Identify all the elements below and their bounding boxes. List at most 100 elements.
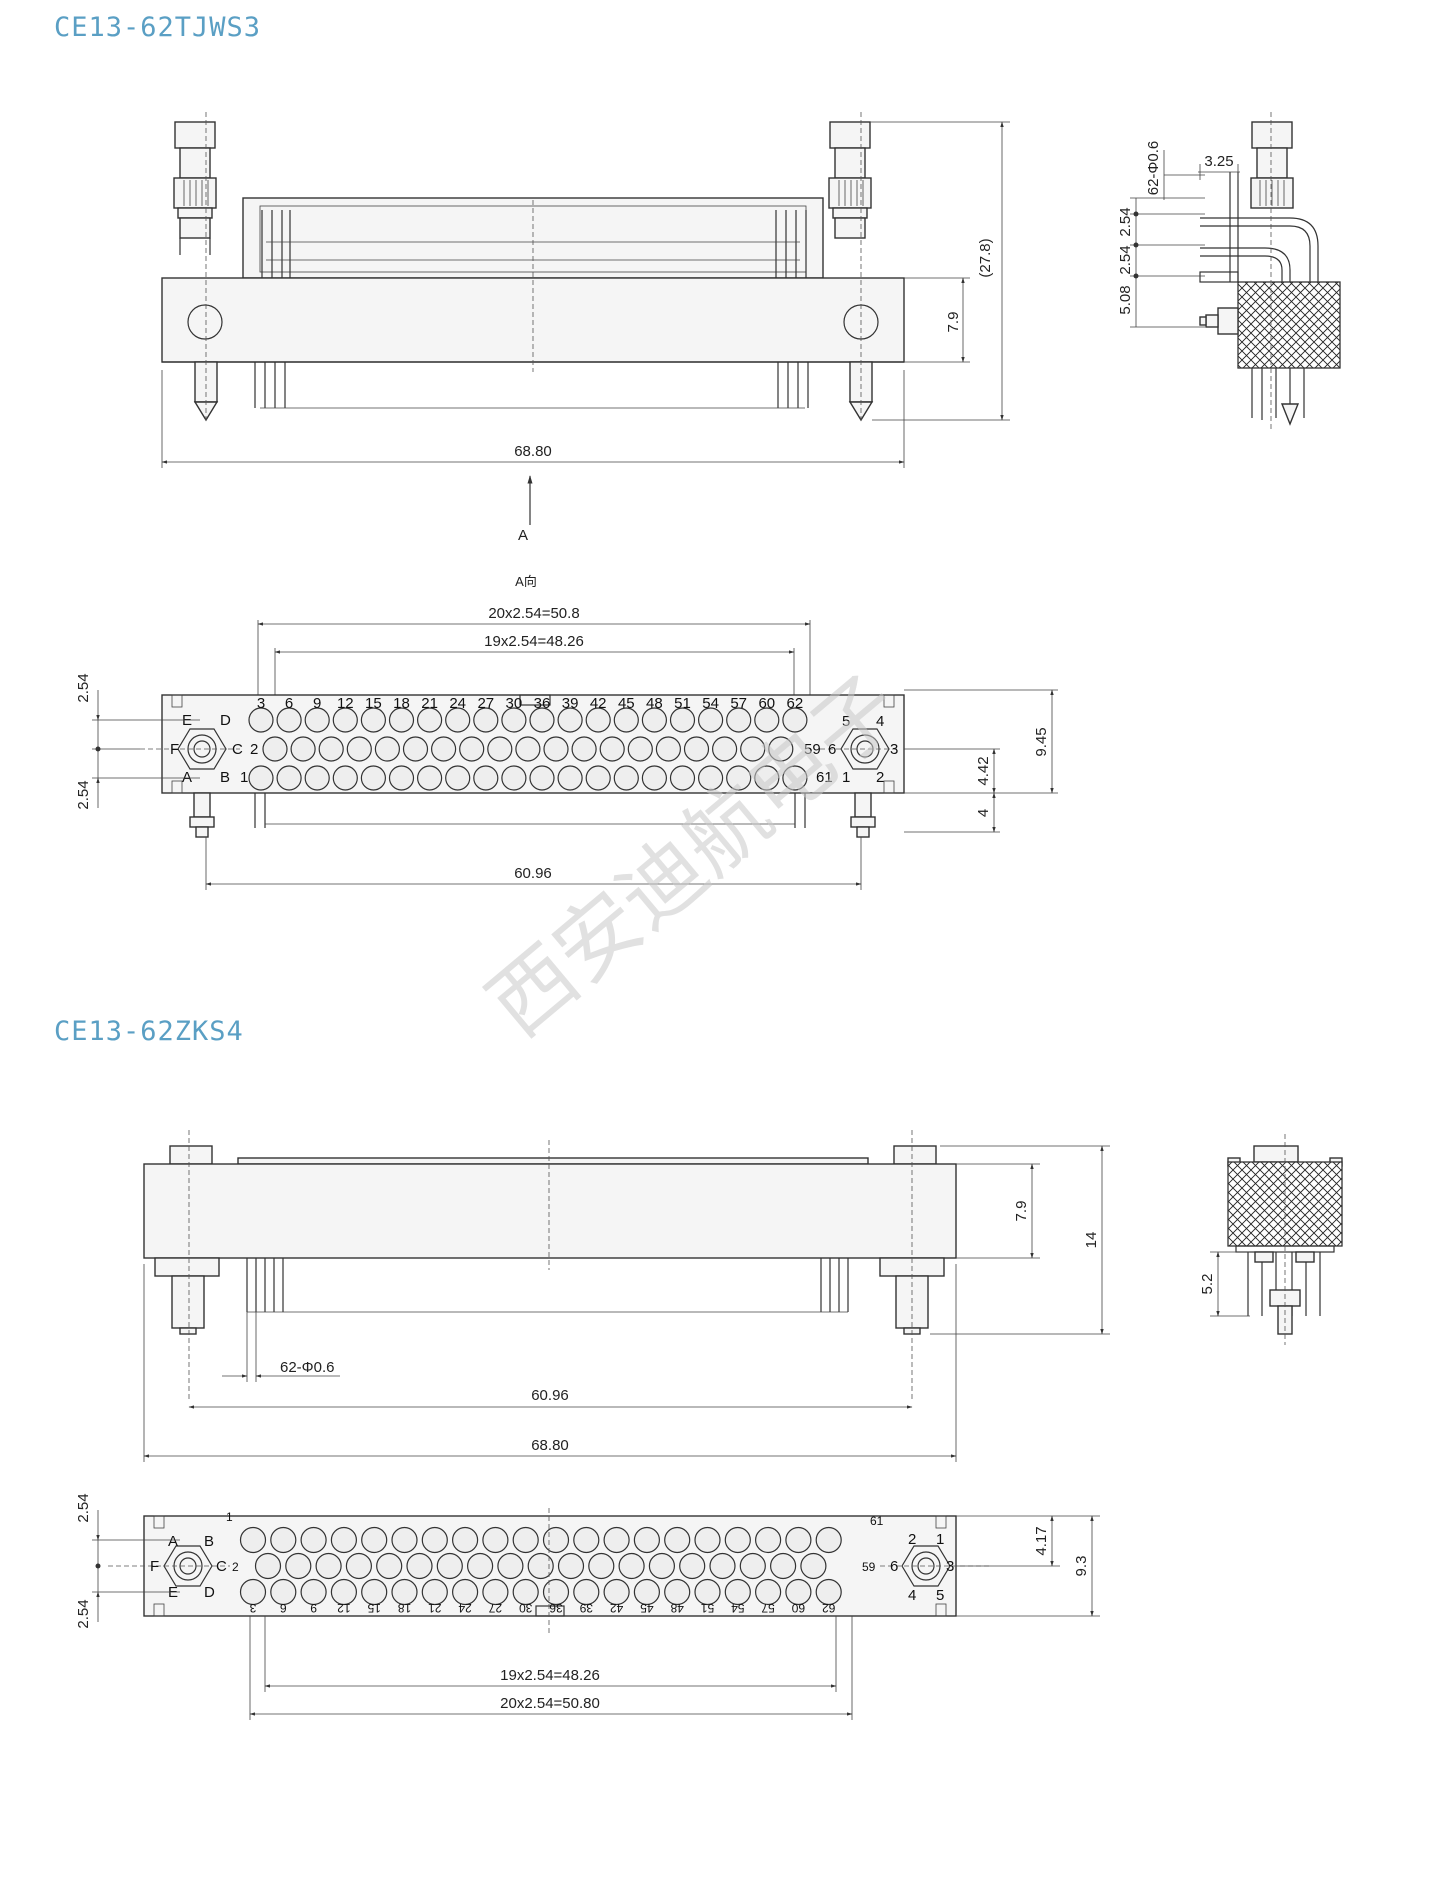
contact-pin	[318, 736, 344, 762]
contact-pin	[633, 1578, 661, 1606]
contact-pin	[613, 765, 639, 791]
contact-pin	[445, 707, 471, 733]
pin-number-label: 42	[610, 1601, 624, 1615]
contact-pin	[276, 765, 302, 791]
contact-pin	[388, 765, 415, 791]
contact-pin	[782, 707, 808, 733]
pin-number-label: 12	[337, 1601, 351, 1615]
pin-number-label: 18	[393, 695, 410, 712]
pin-number-label: 3	[257, 695, 265, 712]
contact-pin	[417, 765, 443, 791]
contact-pin	[497, 1552, 524, 1580]
s2-pin-grid	[239, 1526, 842, 1606]
s1-pitch-bottom: 2.54	[75, 780, 92, 809]
contact-pin	[603, 1526, 630, 1554]
contact-pin	[330, 1526, 357, 1554]
s2-pitch-top: 2.54	[75, 1493, 92, 1522]
contact-pin	[421, 1526, 448, 1554]
contact-pin	[557, 707, 583, 733]
contact-pin	[391, 1578, 418, 1606]
pin-number-label: 27	[477, 695, 494, 712]
contact-pin	[724, 1526, 751, 1554]
s2-height-body: 7.9	[1013, 1201, 1030, 1222]
contact-pin	[254, 1552, 282, 1580]
s2-lbl-c: C	[216, 1558, 227, 1575]
s2-span-inner: 19x2.54=48.26	[500, 1667, 600, 1684]
s1-lbl-r2: 2	[876, 769, 884, 786]
contact-pin	[542, 1578, 570, 1606]
contact-pin	[697, 707, 724, 733]
contact-pin	[300, 1578, 327, 1606]
contact-pin	[571, 736, 597, 762]
s1-side-pitch-h: 3.25	[1204, 153, 1233, 170]
contact-pin	[332, 765, 358, 791]
contact-pin	[815, 1526, 842, 1554]
s1-side-pitch3: 5.08	[1117, 285, 1134, 314]
contact-pin	[431, 736, 457, 762]
contact-pin	[543, 736, 569, 762]
contact-pin	[270, 1578, 297, 1606]
pin-number-label: 15	[367, 1601, 381, 1615]
contact-pin	[557, 1552, 585, 1580]
contact-pin	[248, 765, 274, 791]
contact-pin	[512, 1526, 539, 1554]
pin-number-label: 15	[365, 695, 382, 712]
s1-width-dim: 68.80	[514, 443, 552, 460]
s1-side-pitch1: 2.54	[1117, 207, 1134, 236]
contact-pin	[374, 736, 400, 762]
pin-number-label: 51	[701, 1601, 715, 1615]
s1-height-total: 9.45	[1033, 727, 1050, 756]
contact-pin	[557, 765, 583, 791]
contact-pin	[768, 736, 794, 762]
s1-lbl-r3: 3	[890, 741, 898, 758]
contact-pin	[285, 1552, 312, 1580]
s1-lbl-a: A	[182, 769, 192, 786]
pin-number-label: 48	[670, 1601, 684, 1615]
contact-pin	[542, 1526, 570, 1554]
contact-pin	[655, 736, 682, 762]
contact-pin	[573, 1578, 600, 1606]
contact-pin	[641, 765, 668, 791]
pin-number-label: 39	[562, 695, 579, 712]
contact-pin	[501, 707, 527, 733]
contact-pin	[262, 736, 288, 762]
s2-height-row: 4.17	[1033, 1526, 1050, 1555]
contact-pin	[482, 1578, 509, 1606]
pin-number-label: 54	[702, 695, 719, 712]
pin-number-label: 45	[618, 695, 635, 712]
s2-pin-dia: 62-Φ0.6	[280, 1359, 335, 1376]
contact-pin	[641, 707, 668, 733]
contact-pin	[740, 736, 766, 762]
pin-number-label: 62	[787, 695, 804, 712]
s2-lbl-p1: 1	[226, 1510, 233, 1524]
s1-front-view: 68.80 (27.8) 7.9 A	[161, 112, 1010, 544]
contact-pin	[360, 765, 386, 791]
contact-pin	[769, 1552, 797, 1580]
s2-lbl-r2: 2	[908, 1531, 916, 1548]
section1-title: CE13-62TJWS3	[54, 12, 261, 43]
contact-pin	[669, 707, 696, 733]
contact-pin	[345, 1552, 372, 1580]
s2-lbl-r4: 4	[908, 1587, 916, 1604]
s1-offset-dim: 7.9	[945, 312, 962, 333]
s1-lbl-r4: 4	[876, 713, 884, 730]
pin-number-label: 51	[674, 695, 691, 712]
pin-number-label: 54	[731, 1601, 745, 1615]
s1-height-pin: 4	[975, 809, 992, 817]
pin-number-label: 57	[730, 695, 747, 712]
contact-pin	[473, 707, 499, 733]
contact-pin	[376, 1552, 403, 1580]
s1-arrow-label: A	[518, 527, 528, 544]
s1-span-inner: 19x2.54=48.26	[484, 633, 584, 650]
contact-pin	[726, 765, 752, 791]
s2-lbl-row2: 2	[232, 1560, 239, 1574]
contact-pin	[785, 1578, 812, 1606]
s1-height-row: 4.42	[975, 756, 992, 785]
contact-pin	[573, 1526, 600, 1554]
pin-number-label: 36	[534, 695, 551, 712]
contact-pin	[467, 1552, 494, 1580]
contact-pin	[315, 1552, 342, 1580]
section2-title: CE13-62ZKS4	[54, 1016, 244, 1047]
s1-lbl-f: F	[170, 741, 179, 758]
